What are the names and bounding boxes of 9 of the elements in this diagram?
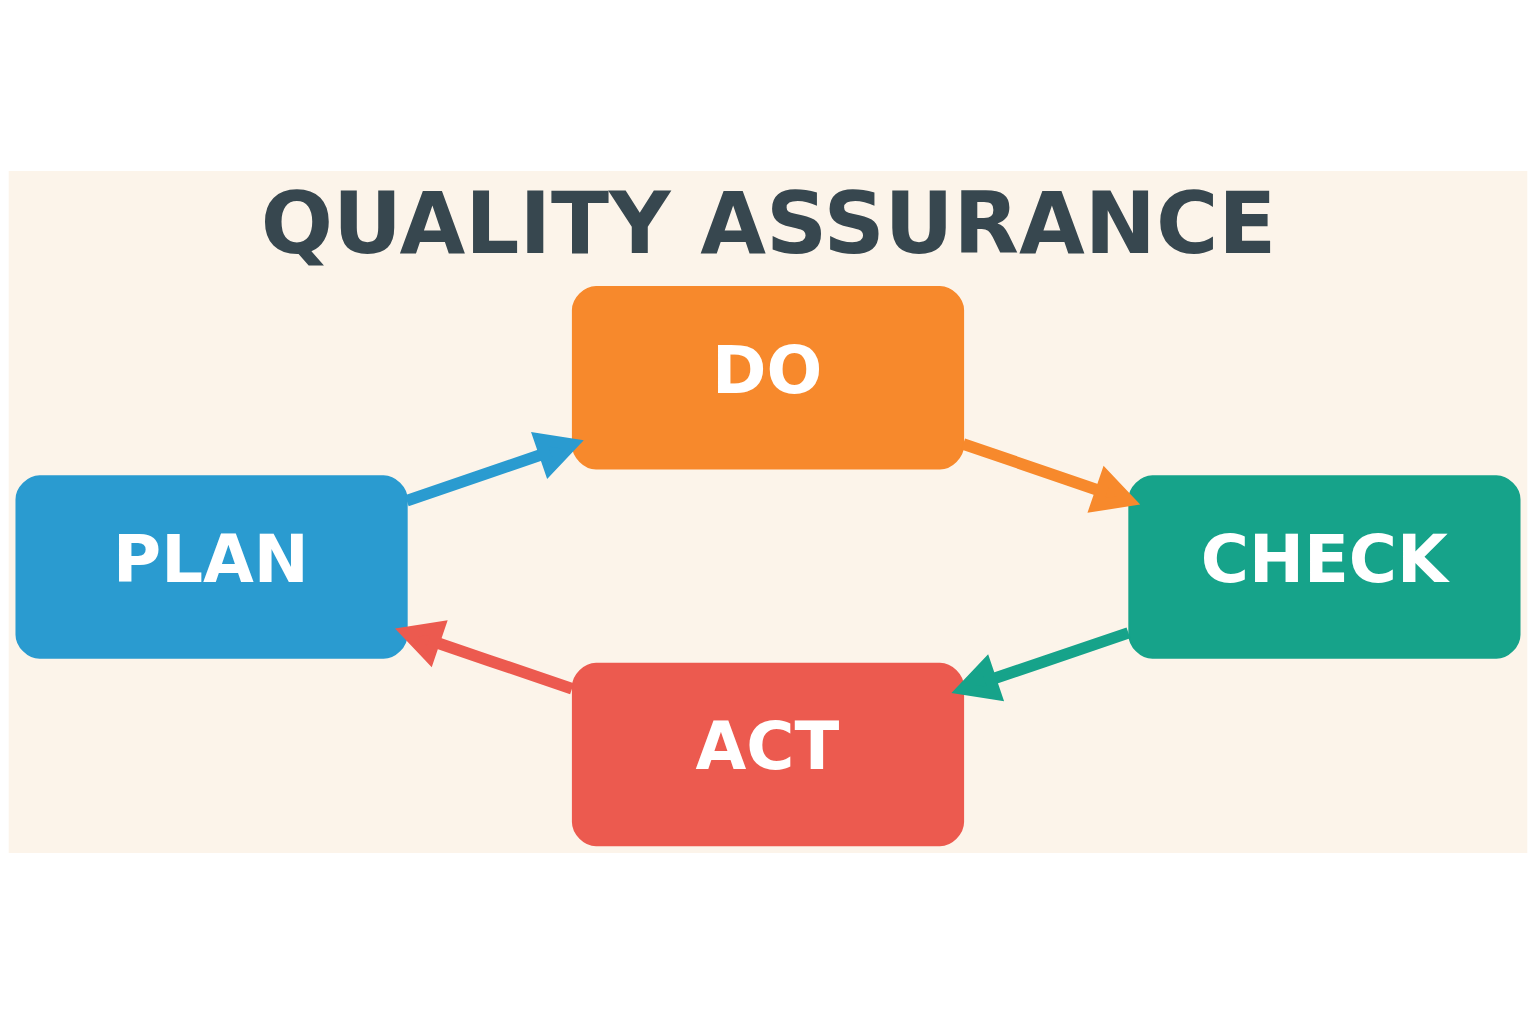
node-box: CHECK [1128,475,1521,659]
diagram-title: QUALITY ASSURANCE [260,173,1277,273]
arrow [951,627,1131,702]
arrow [394,620,574,695]
node-box: DO [571,285,965,470]
node-box: ACT [571,662,965,847]
arrow [404,432,584,507]
node-box: PLAN [15,475,408,659]
arrow [961,438,1141,513]
